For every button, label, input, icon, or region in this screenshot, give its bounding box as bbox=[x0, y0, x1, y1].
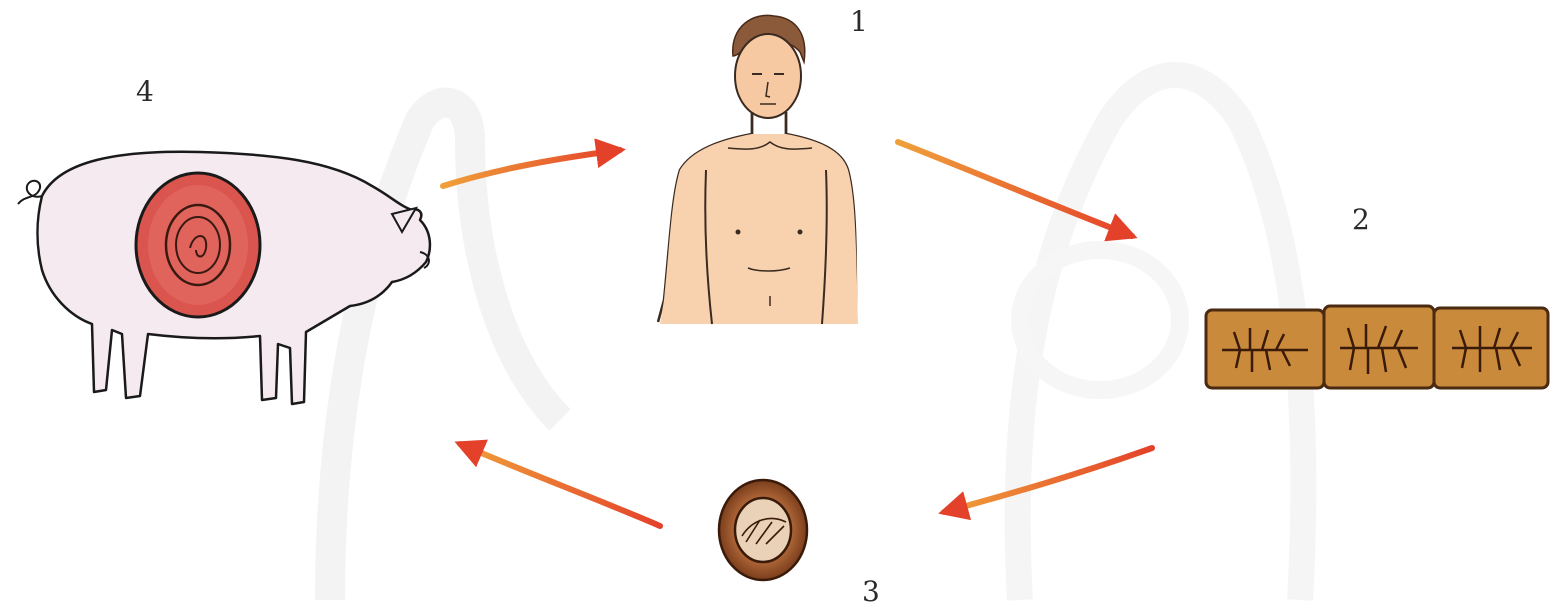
label-human: 1 bbox=[850, 8, 868, 36]
label-tapeworm-segments: 2 bbox=[1352, 206, 1370, 234]
arrow-egg-to-pig bbox=[460, 444, 660, 526]
arrow-segments-to-egg bbox=[944, 448, 1152, 512]
tapeworm-segments-illustration bbox=[1206, 306, 1548, 388]
human-illustration bbox=[658, 15, 858, 324]
egg-illustration bbox=[719, 480, 807, 580]
label-pig: 4 bbox=[136, 78, 154, 106]
label-egg: 3 bbox=[862, 578, 880, 606]
pig-illustration bbox=[18, 152, 430, 404]
